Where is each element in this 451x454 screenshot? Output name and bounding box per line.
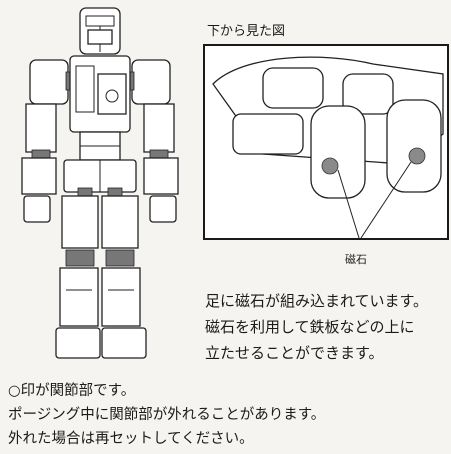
magnet-feature-text: 足に磁石が組み込まれています。 磁石を利用して鉄板などの上に 立たせることができ… — [205, 288, 428, 366]
robot-figure-illustration — [21, 7, 179, 359]
right-foot-sole — [386, 99, 442, 193]
feature-line-1: 足に磁石が組み込まれています。 — [205, 292, 429, 310]
feature-line-3: 立たせることができます。 — [205, 344, 384, 362]
robot-arms — [21, 103, 179, 223]
robot-legs — [55, 195, 147, 359]
robot-torso — [69, 55, 131, 161]
bottom-view-diagram — [203, 44, 449, 240]
left-magnet — [321, 157, 339, 175]
robot-hips — [63, 159, 137, 197]
joint-note-2: ポージング中に関節部が外れることがあります。 — [8, 407, 326, 423]
joint-note-3: 外れた場合は再セットしてください。 — [8, 431, 254, 447]
joint-notes: ○印が関節部です。 ポージング中に関節部が外れることがあります。 外れた場合は再… — [8, 379, 325, 451]
magnet-label: 磁石 — [345, 253, 367, 266]
left-foot-sole — [310, 105, 366, 199]
bottom-view-title: 下から見た図 — [207, 24, 286, 39]
magnet-leader-lines — [337, 161, 412, 239]
right-magnet — [408, 147, 426, 165]
feature-line-2: 磁石を利用して鉄板などの上に — [205, 318, 415, 336]
joint-note-1: ○印が関節部です。 — [8, 383, 136, 399]
robot-head — [79, 7, 121, 55]
